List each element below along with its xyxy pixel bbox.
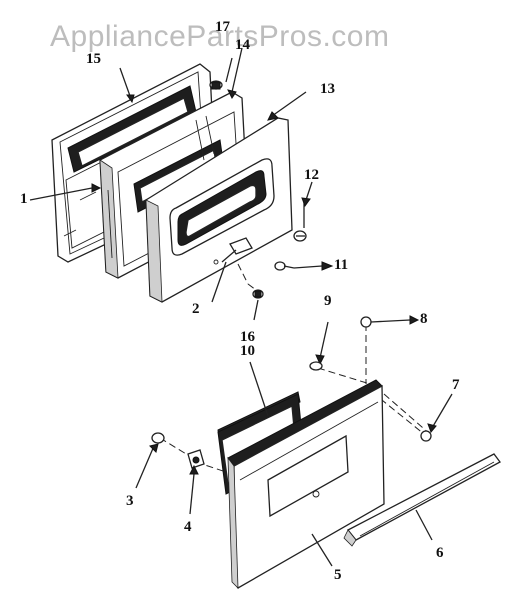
callout-13: 13 [320, 81, 335, 97]
trim-strip [343, 453, 501, 547]
screw-9 [309, 321, 329, 371]
callout-6: 6 [436, 545, 444, 561]
screw-17 [209, 80, 223, 90]
callout-11: 11 [334, 257, 349, 273]
screw-11 [274, 261, 334, 271]
callout-4: 4 [184, 519, 192, 535]
upper-leader-lines [29, 47, 313, 321]
callout-14: 14 [235, 37, 250, 53]
callout-15: 15 [86, 51, 101, 67]
callout-3: 3 [126, 493, 134, 509]
callout-5: 5 [334, 567, 342, 583]
callout-17: 17 [215, 19, 230, 35]
lower-leader-lines [249, 361, 433, 567]
callout-1: 1 [20, 191, 28, 207]
callout-7: 7 [452, 377, 460, 393]
outer-door [227, 379, 385, 589]
screw-7 [420, 393, 453, 442]
screw-12 [293, 200, 307, 242]
screw-3 [135, 432, 165, 489]
hinge-clip [187, 449, 205, 515]
callout-2: 2 [192, 301, 200, 317]
watermark: AppliancePartsPros.com [50, 20, 390, 53]
callout-8: 8 [420, 311, 428, 327]
screw-8 [360, 315, 420, 328]
callout-16: 16 [240, 329, 255, 345]
callout-9: 9 [324, 293, 332, 309]
screw-16 [237, 263, 264, 299]
callout-10: 10 [240, 343, 255, 359]
callout-12: 12 [304, 167, 319, 183]
